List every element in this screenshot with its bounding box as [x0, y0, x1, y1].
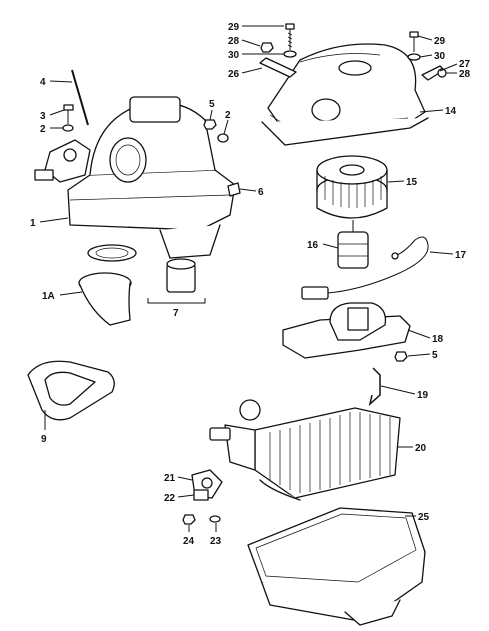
gasket-ring: [87, 244, 137, 262]
washer-2-right: [217, 133, 229, 143]
leader-lines: [39, 25, 458, 532]
main-housing-1: [67, 96, 236, 259]
callout-17: 17: [455, 250, 467, 261]
bracket-26: [259, 57, 297, 78]
washer-30-right: [407, 53, 421, 61]
callout-30-top: 30: [228, 50, 240, 61]
harness-17: [301, 236, 429, 300]
nut-28-top: [260, 42, 274, 53]
fan-wheel-15: [316, 155, 388, 219]
callout-28-right: 28: [459, 69, 471, 80]
plate-18: [282, 302, 411, 359]
washer-23: [209, 515, 221, 523]
callout-26: 26: [228, 69, 240, 80]
callout-25: 25: [418, 512, 430, 523]
callout-1: 1: [30, 218, 36, 229]
blower-housing-14: [261, 43, 429, 146]
motor-16: [337, 220, 369, 269]
callout-21: 21: [164, 473, 176, 484]
callout-7: 7: [173, 308, 179, 319]
callout-23: 23: [210, 536, 222, 547]
gasket-9: [27, 360, 115, 421]
rod-4: [71, 69, 89, 126]
bracket-line-7: [147, 298, 206, 304]
clip-6: [227, 182, 241, 197]
screw-3: [63, 104, 74, 124]
callout-labels: 29 28 30 26 29 30 27 28 14 4 3 2 5 2 6 1…: [30, 22, 471, 547]
duct-1a: [78, 272, 132, 326]
callout-29-top: 29: [228, 22, 240, 33]
callout-29-right: 29: [434, 36, 446, 47]
callout-2-right: 2: [225, 110, 231, 121]
callout-15: 15: [406, 177, 418, 188]
callout-22: 22: [164, 493, 176, 504]
callout-6: 6: [258, 187, 264, 198]
callout-30-right: 30: [434, 51, 446, 62]
callout-1a: 1A: [42, 291, 55, 302]
fitting-assembly-left: [34, 139, 91, 183]
callout-3: 3: [40, 111, 46, 122]
callout-28-top: 28: [228, 36, 240, 47]
callout-24: 24: [183, 536, 195, 547]
callout-27: 27: [459, 59, 471, 70]
screw-29-top: [285, 23, 295, 50]
screw-29-right: [409, 31, 419, 52]
callout-9: 9: [41, 434, 47, 445]
nut-24: [182, 514, 196, 525]
fitting-22: [193, 489, 209, 501]
tray-25: [247, 507, 426, 626]
callout-20: 20: [415, 443, 427, 454]
callout-16: 16: [307, 240, 319, 251]
washer-30-top: [283, 50, 297, 58]
filter-7: [166, 258, 196, 293]
callout-5-top: 5: [209, 99, 215, 110]
callout-14: 14: [445, 106, 457, 117]
callout-18: 18: [432, 334, 444, 345]
nut-5-top: [203, 119, 217, 130]
washer-2-left: [62, 124, 74, 132]
callout-2-left: 2: [40, 124, 46, 135]
callout-19: 19: [417, 390, 429, 401]
callout-5-bottom: 5: [432, 350, 438, 361]
rod-19: [368, 367, 381, 407]
nut-5-bottom: [394, 351, 408, 362]
callout-4: 4: [40, 77, 46, 88]
heat-exchanger-20: [209, 399, 401, 501]
